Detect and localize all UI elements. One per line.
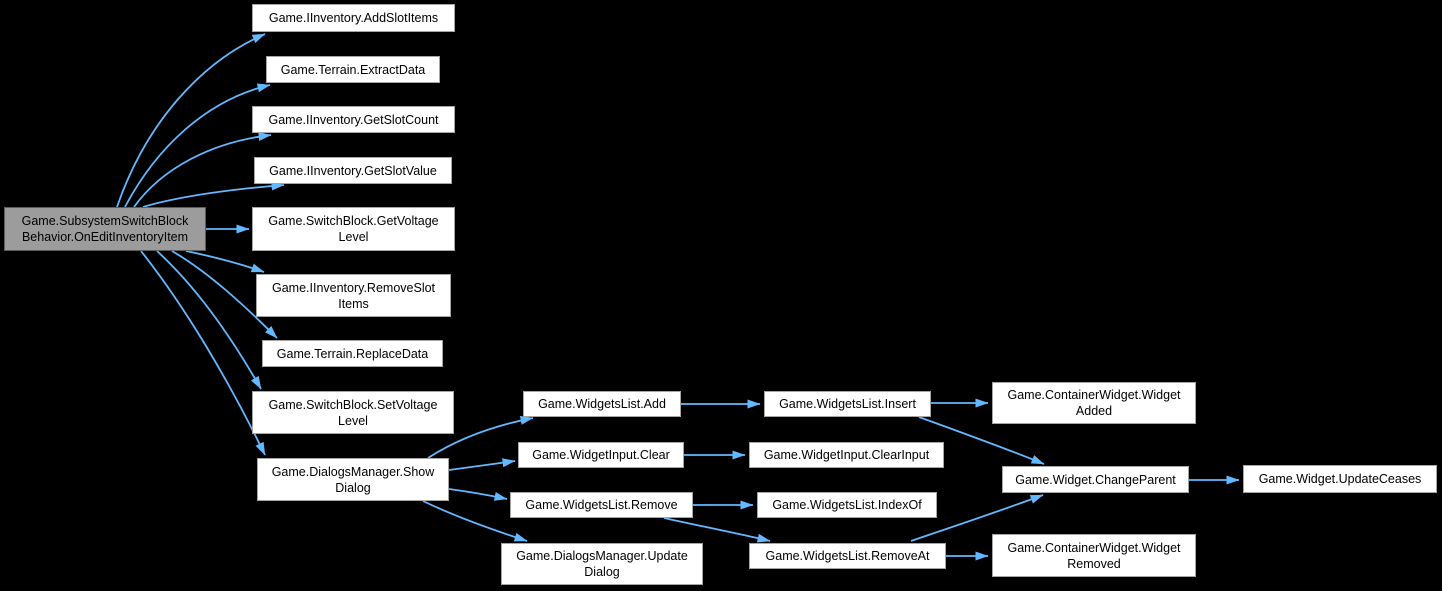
node-label-line: Level <box>338 413 368 428</box>
node-label-line: Game.WidgetInput.Clear <box>532 448 670 462</box>
node-label-line: Game.ContainerWidget.Widget <box>1007 388 1181 402</box>
node-label-line: Game.Widget.ChangeParent <box>1015 472 1176 487</box>
node-label-line: Game.IInventory.AddSlotItems <box>268 11 439 25</box>
graph-node-widgetsListAdd[interactable]: Game.WidgetsList.Add <box>523 391 681 417</box>
graph-node-widgetsListRemove[interactable]: Game.WidgetsList.Remove <box>510 492 693 518</box>
node-label-line: Behavior.OnEditInventoryItem <box>21 230 189 244</box>
graph-node-removeAt[interactable]: Game.WidgetsList.RemoveAt <box>749 543 946 569</box>
node-label-line: Dialog <box>335 480 371 495</box>
edge-onEditInventoryItem-to-setVoltageLevel <box>156 250 262 390</box>
node-label-line: Game.WidgetsList.Insert <box>779 397 916 411</box>
node-label-line: Game.ContainerWidget.Widget <box>1007 540 1181 555</box>
node-label-line: Game.WidgetsList.RemoveAt <box>765 549 930 563</box>
graph-node-getSlotValue[interactable]: Game.IInventory.GetSlotValue <box>254 157 452 184</box>
node-label-line: Game.SwitchBlock.GetVoltage <box>268 214 439 228</box>
edge-onEditInventoryItem-to-getSlotCount <box>133 132 272 208</box>
node-label-line: Dialog <box>584 565 620 579</box>
graph-node-addSlotItems[interactable]: Game.IInventory.AddSlotItems <box>252 4 455 32</box>
edge-onEditInventoryItem-to-extractData <box>124 83 271 208</box>
edge-showDialog-to-widgetInputClear <box>448 458 516 471</box>
node-label-line: Added <box>1075 404 1113 418</box>
node-label-line: Game.SwitchBlock.SetVoltage <box>268 397 438 412</box>
graph-node-widgetInputClear[interactable]: Game.WidgetInput.Clear <box>518 442 684 468</box>
node-label-line: Removed <box>1067 556 1121 571</box>
node-label-line: Game.Widget.UpdateCeases <box>1258 472 1422 486</box>
graph-node-replaceData[interactable]: Game.Terrain.ReplaceData <box>262 340 443 367</box>
edge-onEditInventoryItem-to-removeSlotItems <box>185 250 265 273</box>
node-label-line: Game.SubsystemSwitchBlock <box>21 214 189 228</box>
node-label-line: Game.WidgetInput.ClearInput <box>763 448 930 462</box>
graph-node-clearInput[interactable]: Game.WidgetInput.ClearInput <box>749 442 944 468</box>
node-label-line: Game.IInventory.GetSlotValue <box>269 163 437 178</box>
node-label-line: Game.WidgetsList.Remove <box>525 498 678 512</box>
node-label-line: Game.WidgetsList.Add <box>538 397 666 411</box>
node-label-line: Game.Terrain.ExtractData <box>280 62 426 77</box>
node-label-line: Game.DialogsManager.Update <box>516 549 688 563</box>
graph-node-updateCeases[interactable]: Game.Widget.UpdateCeases <box>1243 465 1437 493</box>
node-label-line: Level <box>338 230 369 244</box>
graph-node-changeParent[interactable]: Game.Widget.ChangeParent <box>1002 466 1189 493</box>
edge-onEditInventoryItem-to-addSlotItems <box>116 33 266 208</box>
node-label-line: Game.IInventory.GetSlotCount <box>268 112 439 127</box>
node-label-line: Items <box>338 296 369 311</box>
node-label-line: Game.WidgetsList.IndexOf <box>772 498 922 512</box>
node-label-line: Game.Terrain.ReplaceData <box>276 346 429 361</box>
node-label-line: Game.DialogsManager.Show <box>271 464 435 479</box>
graph-node-insert[interactable]: Game.WidgetsList.Insert <box>764 391 931 417</box>
edge-widgetsListRemove-to-removeAt <box>663 517 771 543</box>
graph-node-getSlotCount[interactable]: Game.IInventory.GetSlotCount <box>252 106 455 133</box>
node-label-line: Game.IInventory.RemoveSlot <box>271 280 436 295</box>
edge-onEditInventoryItem-to-showDialog <box>140 250 266 456</box>
graph-node-indexOf[interactable]: Game.WidgetsList.IndexOf <box>757 492 937 518</box>
edge-onEditInventoryItem-to-getSlotValue <box>142 181 285 208</box>
graph-node-extractData[interactable]: Game.Terrain.ExtractData <box>266 56 440 83</box>
edge-showDialog-to-widgetsListRemove <box>448 488 508 501</box>
